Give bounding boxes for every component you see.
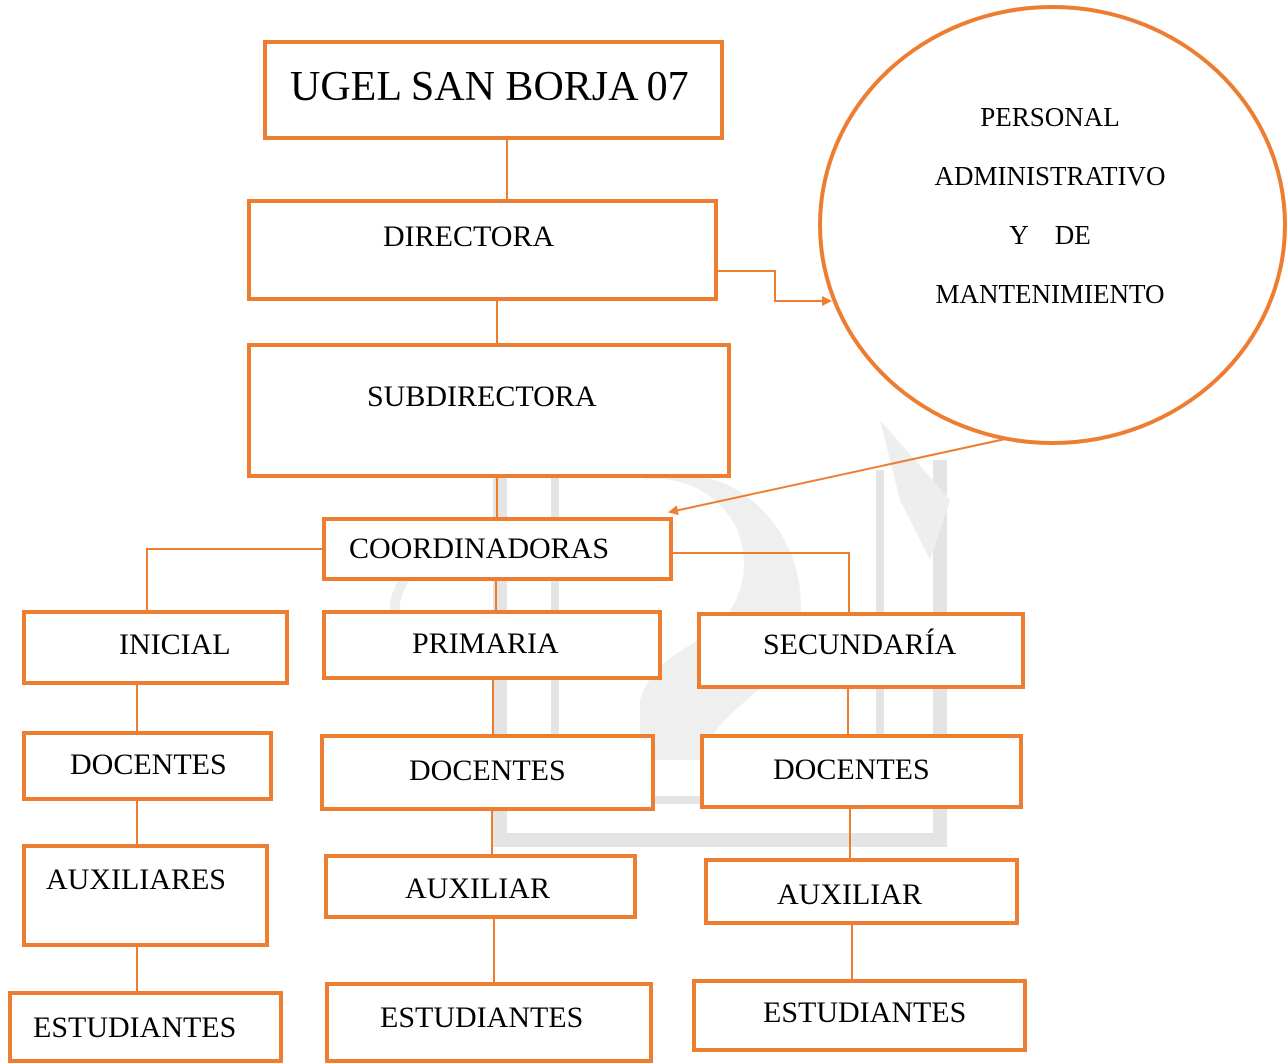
- ugel-label: UGEL SAN BORJA 07: [290, 64, 689, 110]
- directora-box: DIRECTORA: [247, 199, 718, 301]
- secundaria-estudiantes-box: ESTUDIANTES: [692, 979, 1027, 1052]
- ugel-box: UGEL SAN BORJA 07: [263, 40, 724, 140]
- inicial-auxiliares-label: AUXILIARES: [46, 863, 226, 896]
- primaria-docentes-box: DOCENTES: [320, 734, 655, 811]
- secundaria-auxiliar-label: AUXILIAR: [777, 878, 922, 911]
- directora-label: DIRECTORA: [383, 220, 555, 253]
- inicial-label: INICIAL: [119, 628, 231, 661]
- primaria-docentes-label: DOCENTES: [409, 754, 566, 787]
- personal-line-3: Y DE: [1009, 220, 1091, 250]
- secundaria-box: SECUNDARÍA: [697, 612, 1025, 689]
- primaria-label: PRIMARIA: [412, 627, 559, 660]
- personal-line-4: MANTENIMIENTO: [935, 279, 1165, 309]
- personal-label: PERSONAL ADMINISTRATIVO Y DE MANTENIMIEN…: [880, 88, 1220, 324]
- subdirectora-box: SUBDIRECTORA: [247, 343, 731, 478]
- primaria-estudiantes-label: ESTUDIANTES: [380, 1001, 584, 1034]
- inicial-docentes-label: DOCENTES: [70, 748, 227, 781]
- inicial-auxiliares-box: AUXILIARES: [22, 844, 269, 947]
- primaria-auxiliar-box: AUXILIAR: [324, 854, 637, 919]
- personal-line-1: PERSONAL: [980, 102, 1120, 132]
- coordinadoras-box: COORDINADORAS: [322, 517, 673, 581]
- secundaria-auxiliar-box: AUXILIAR: [704, 858, 1019, 925]
- primaria-estudiantes-box: ESTUDIANTES: [325, 982, 653, 1063]
- secundaria-label: SECUNDARÍA: [763, 628, 957, 661]
- inicial-docentes-box: DOCENTES: [22, 731, 273, 801]
- inicial-estudiantes-label: ESTUDIANTES: [33, 1011, 237, 1044]
- subdirectora-label: SUBDIRECTORA: [367, 380, 597, 413]
- primaria-auxiliar-label: AUXILIAR: [405, 872, 550, 905]
- personal-ellipse: [818, 5, 1287, 445]
- inicial-estudiantes-box: ESTUDIANTES: [8, 991, 283, 1063]
- secundaria-docentes-label: DOCENTES: [773, 753, 930, 786]
- secundaria-estudiantes-label: ESTUDIANTES: [763, 996, 967, 1029]
- coordinadoras-label: COORDINADORAS: [349, 532, 610, 565]
- secundaria-docentes-box: DOCENTES: [700, 734, 1023, 809]
- personal-line-2: ADMINISTRATIVO: [934, 161, 1166, 191]
- primaria-box: PRIMARIA: [322, 610, 662, 680]
- inicial-box: INICIAL: [22, 610, 289, 685]
